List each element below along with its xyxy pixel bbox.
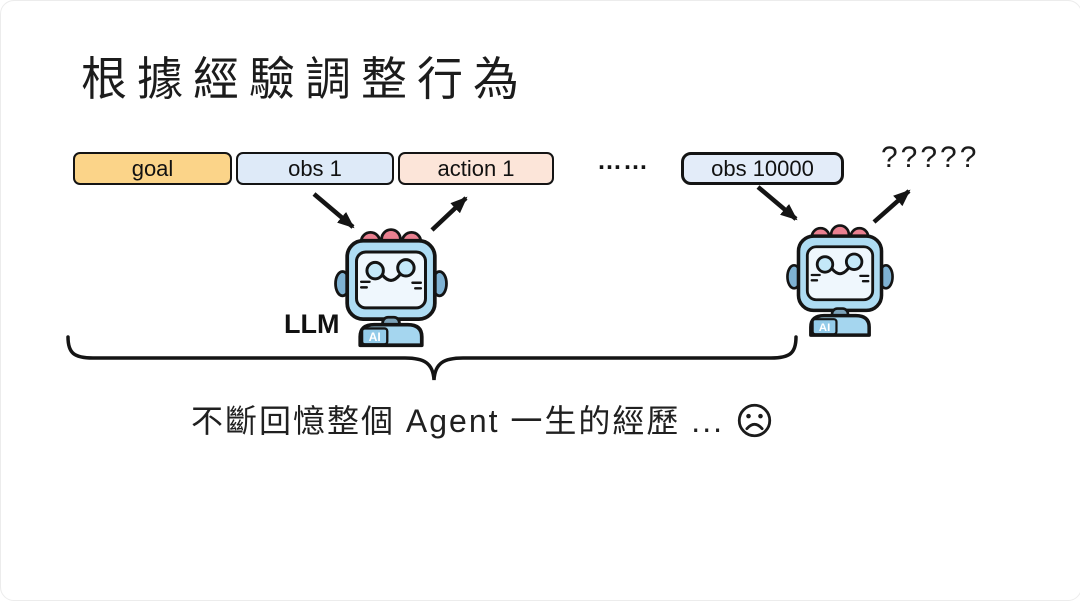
sad-face-icon	[737, 403, 772, 437]
slide-title: 根據經驗調整行為	[81, 53, 529, 105]
caption: 不斷回憶整個 Agent 一生的經歷 ...	[191, 396, 773, 442]
robot-badge-label: AI	[819, 322, 830, 334]
robot-eye-icon	[396, 258, 416, 278]
unknown-output-label: ?????	[881, 141, 980, 174]
timeline-ellipsis: ……	[597, 147, 649, 175]
arrow-in-right-icon	[756, 185, 798, 221]
timeline-box-action1: action 1	[398, 152, 554, 185]
timeline-box-obs1-label: obs 1	[288, 155, 342, 181]
robot-llm-left-icon: AI	[334, 228, 448, 348]
robot-mouth	[381, 273, 401, 282]
robot-eye-icon	[815, 255, 835, 274]
robot-mouth	[830, 267, 850, 276]
robot-eye-icon	[844, 252, 864, 271]
robot-badge	[811, 318, 838, 336]
arrow-out-left-icon	[430, 196, 468, 232]
timeline-box-obs10000-label: obs 10000	[711, 155, 814, 181]
robot-cheek-lines	[810, 273, 870, 283]
timeline-box-goal-label: goal	[131, 155, 174, 181]
robot-badge	[360, 327, 389, 346]
timeline-box-obs10000: obs 10000	[681, 152, 844, 185]
timeline-box-obs1: obs 1	[236, 152, 394, 185]
arrow-in-left-icon	[312, 192, 355, 229]
robot-badge-label: AI	[369, 330, 381, 344]
arrow-out-right-icon	[872, 189, 911, 224]
robot-llm-right-icon: AI	[786, 224, 894, 337]
robot-eye-icon	[365, 260, 385, 281]
robot-cheek-lines	[359, 280, 423, 290]
caption-text: 不斷回憶整個 Agent 一生的經歷 ...	[191, 403, 724, 439]
under-brace-icon	[66, 335, 798, 381]
llm-label: LLM	[284, 309, 340, 339]
timeline-box-goal: goal	[73, 152, 232, 185]
timeline-box-action1-label: action 1	[437, 155, 515, 181]
